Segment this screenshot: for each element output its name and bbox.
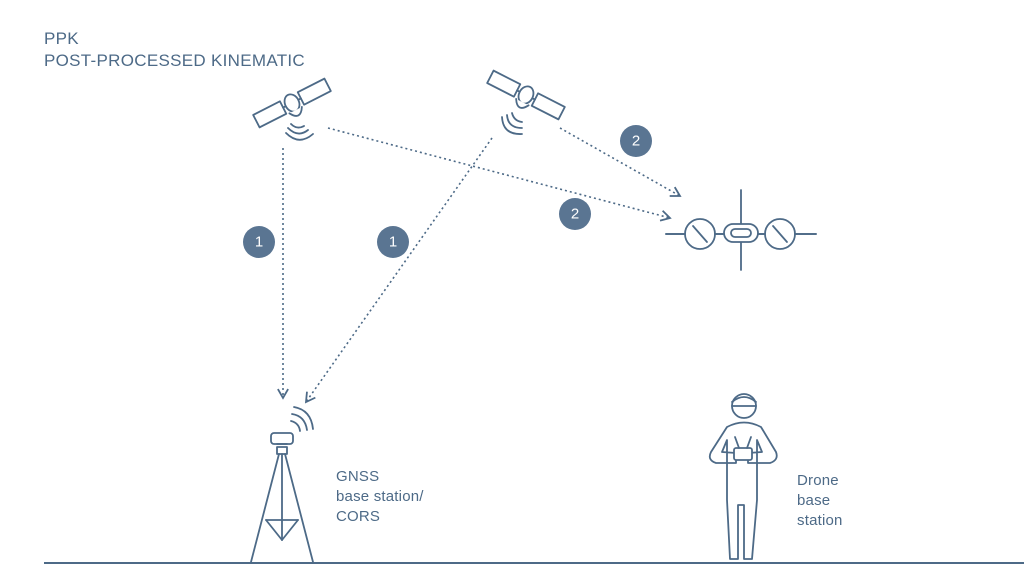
tripod-antenna-icon — [250, 406, 314, 563]
badge-1-right: 1 — [377, 226, 409, 258]
satellite-icon — [486, 69, 566, 135]
badge-2-upper-text: 2 — [632, 133, 640, 150]
drone-label-line-3: station — [797, 512, 843, 529]
drone-label-line-1: Drone — [797, 472, 839, 489]
badge-2-upper: 2 — [620, 125, 652, 157]
title-line-1: PPK — [44, 29, 79, 48]
gnss-label-line-1: GNSS — [336, 468, 380, 485]
badge-1-right-text: 1 — [389, 234, 397, 251]
badge-1-left: 1 — [243, 226, 275, 258]
diagram-title: PPK POST-PROCESSED KINEMATIC — [44, 28, 305, 72]
badge-2-lower-text: 2 — [571, 206, 579, 223]
drone-base-station-label: Drone base station — [797, 471, 843, 531]
badge-1-left-text: 1 — [255, 234, 263, 251]
operator-icon — [708, 393, 778, 560]
satellite-icon — [252, 77, 332, 141]
drone-label-line-2: base — [797, 492, 831, 509]
signal-path-sat2-drone — [559, 127, 682, 197]
gnss-label-line-3: CORS — [336, 508, 381, 525]
signal-path-sat1-drone — [327, 127, 672, 222]
gnss-label-line-2: base station/ — [336, 488, 424, 505]
badge-2-lower: 2 — [559, 198, 591, 230]
drone-icon — [665, 189, 817, 271]
title-line-2: POST-PROCESSED KINEMATIC — [44, 51, 305, 70]
signal-path-sat2-base — [304, 137, 493, 404]
gnss-base-station-label: GNSS base station/ CORS — [336, 467, 424, 527]
